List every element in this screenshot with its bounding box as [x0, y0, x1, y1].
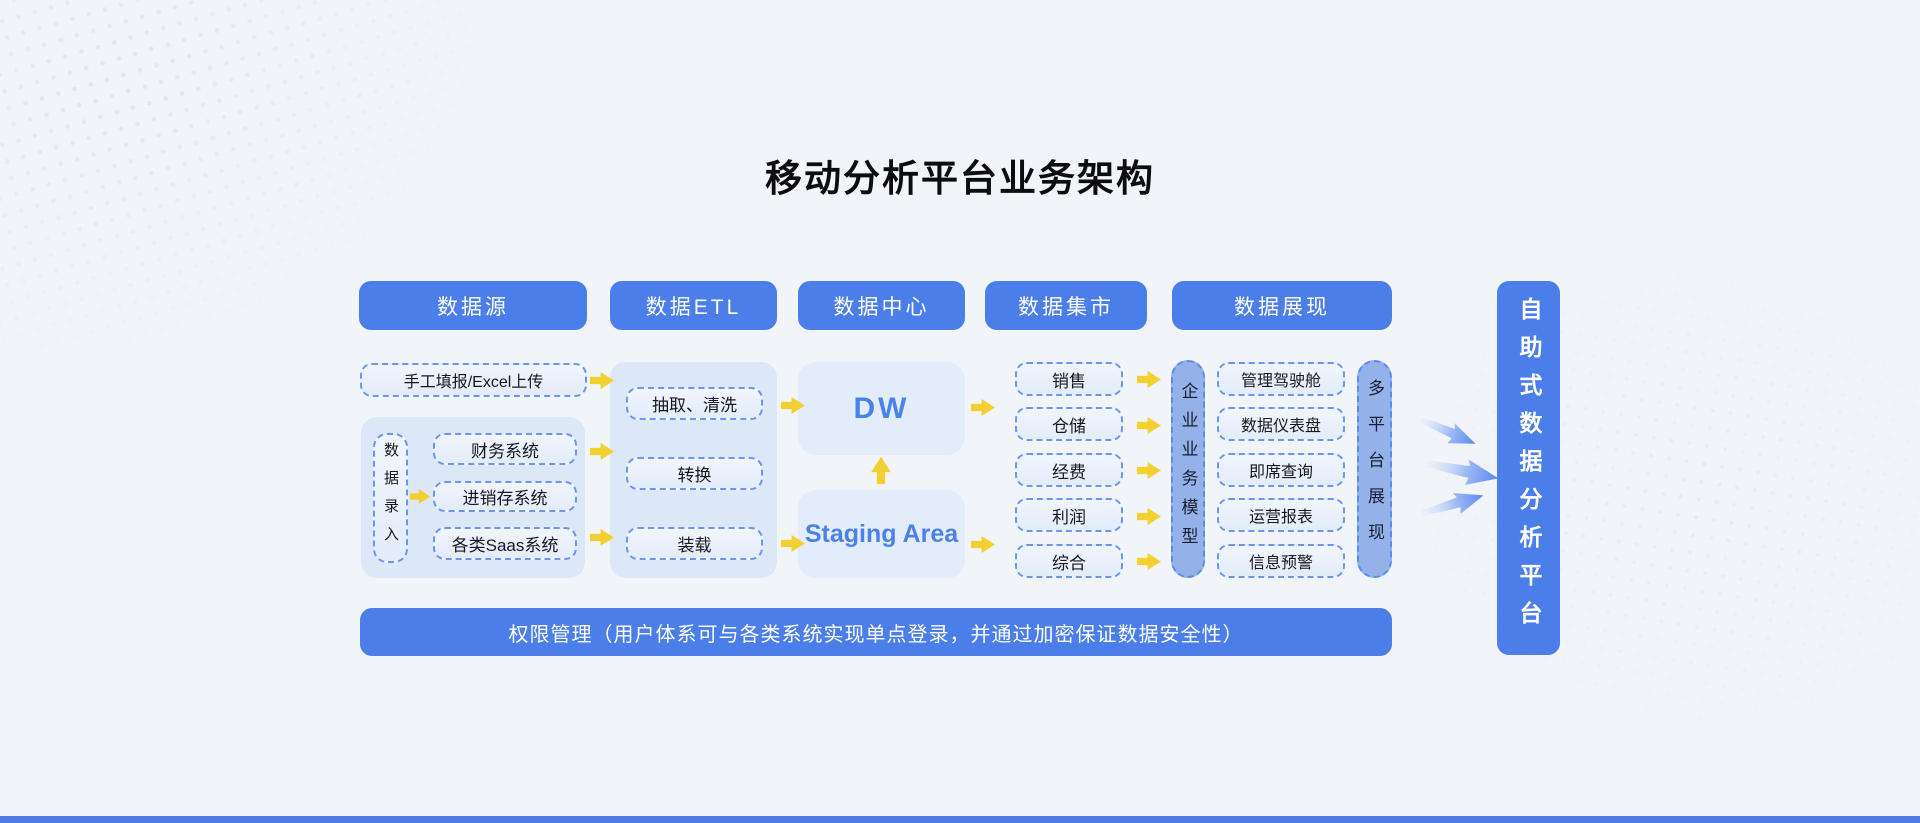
header-data-mart: 数据集市	[985, 281, 1147, 330]
node-mart-general: 综合	[1015, 544, 1123, 578]
self-service-analysis-platform-panel: 自助式数据分析平台	[1497, 281, 1560, 655]
staging-area-label: Staging Area	[804, 519, 959, 548]
arrow-right-icon	[1137, 552, 1161, 571]
flow-fan-arrows-icon	[1415, 409, 1502, 525]
arrow-right-icon	[1137, 461, 1161, 480]
multi-platform-display-label: 多平台展现	[1365, 379, 1384, 559]
node-mart-profit: 利润	[1015, 498, 1123, 532]
page-title: 移动分析平台业务架构	[765, 158, 1155, 199]
node-inventory-system: 进销存系统	[433, 481, 577, 512]
node-finance-system: 财务系统	[433, 433, 577, 465]
enterprise-business-model-label: 企业业务模型	[1178, 382, 1198, 556]
header-data-display: 数据展现	[1172, 281, 1392, 330]
node-info-alert: 信息预警	[1217, 544, 1345, 578]
bottom-accent-strip	[0, 816, 1920, 823]
dw-label: DW	[853, 391, 910, 425]
header-data-center: 数据中心	[798, 281, 965, 330]
node-adhoc-query: 即席查询	[1217, 453, 1345, 487]
header-data-source: 数据源	[359, 281, 587, 330]
permission-management-bar: 权限管理（用户体系可与各类系统实现单点登录，并通过加密保证数据安全性）	[360, 608, 1392, 656]
arrow-right-icon	[1137, 370, 1161, 389]
arrow-right-icon	[971, 398, 995, 417]
node-data-entry: 数据录入	[373, 433, 408, 563]
node-staging-area: Staging Area	[798, 490, 965, 578]
self-service-analysis-platform-label: 自助式数据分析平台	[1516, 297, 1542, 639]
node-management-cockpit: 管理驾驶舱	[1217, 362, 1345, 396]
node-operation-report: 运营报表	[1217, 498, 1345, 532]
arrow-up-icon	[870, 457, 892, 485]
arrow-right-icon	[1137, 416, 1161, 435]
node-manual-excel-upload: 手工填报/Excel上传	[360, 363, 587, 397]
node-saas-systems: 各类Saas系统	[433, 527, 577, 560]
arrow-right-icon	[1137, 507, 1161, 526]
data-entry-label: 数据录入	[382, 442, 399, 554]
pill-enterprise-business-model: 企业业务模型	[1171, 360, 1205, 578]
pill-multi-platform-display: 多平台展现	[1357, 360, 1392, 578]
arrow-right-icon	[971, 535, 995, 554]
header-data-etl: 数据ETL	[610, 281, 777, 330]
node-transform: 转换	[626, 457, 763, 490]
node-data-dashboard: 数据仪表盘	[1217, 407, 1345, 441]
node-mart-warehouse: 仓储	[1015, 407, 1123, 441]
node-mart-sales: 销售	[1015, 362, 1123, 396]
node-extract-clean: 抽取、清洗	[626, 387, 763, 420]
node-dw: DW	[798, 362, 965, 455]
node-load: 装载	[626, 527, 763, 560]
node-mart-expense: 经费	[1015, 453, 1123, 487]
